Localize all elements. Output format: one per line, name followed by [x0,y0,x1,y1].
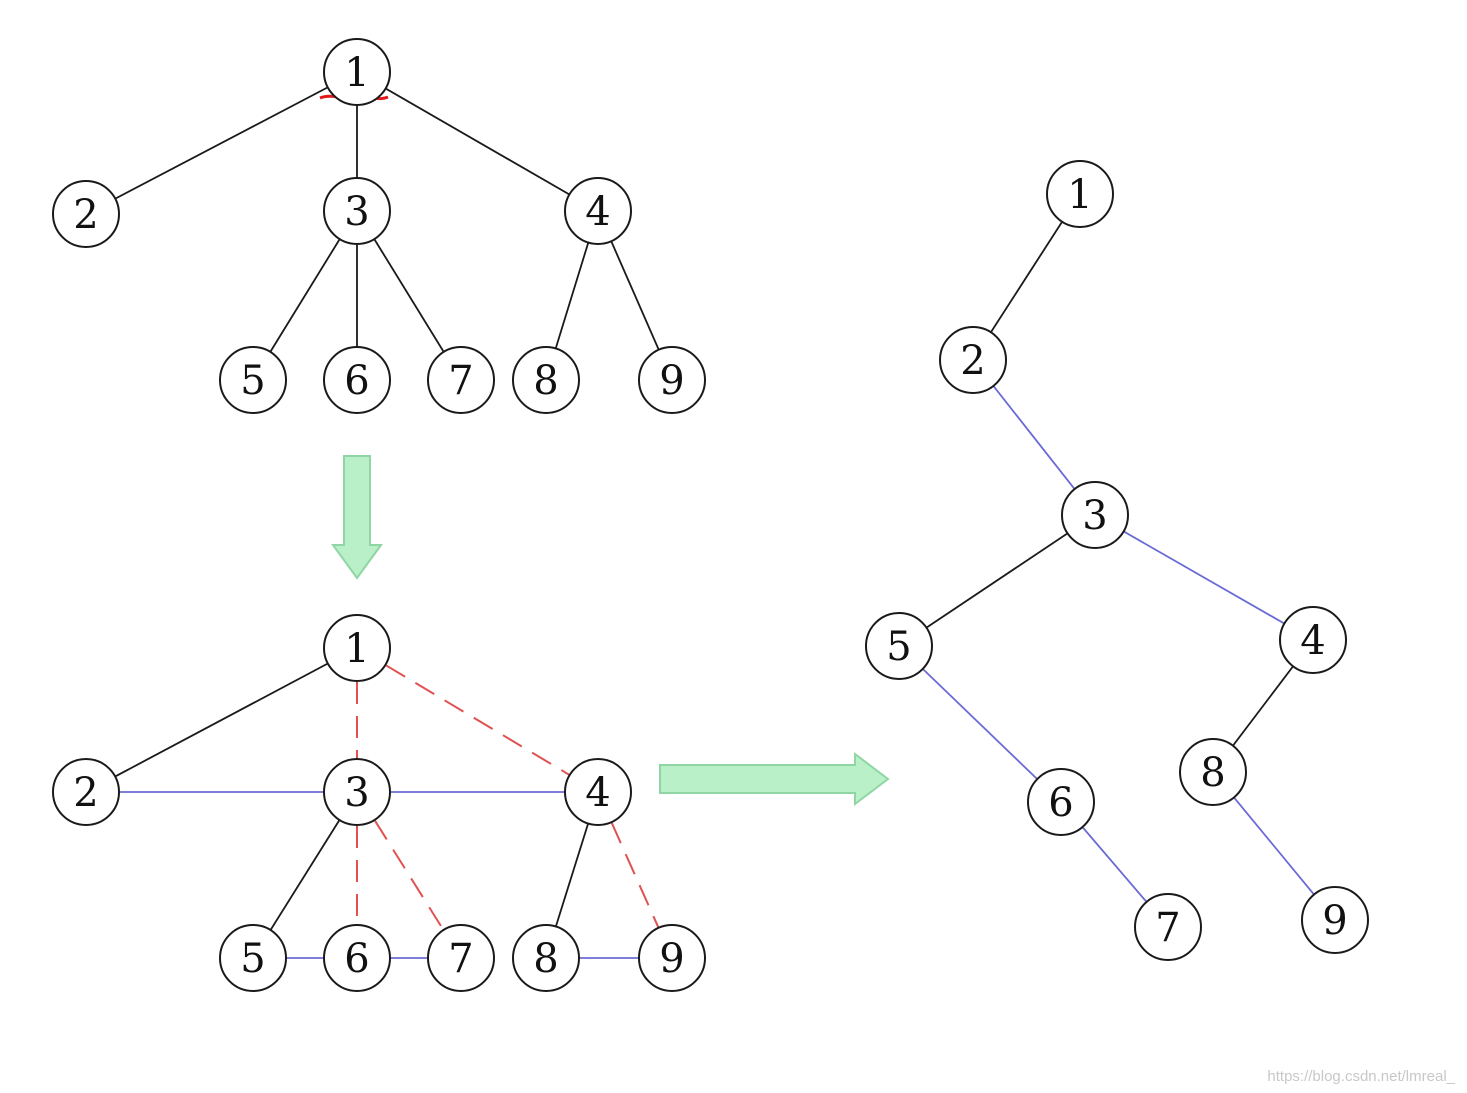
node-label: 6 [344,936,369,982]
transformed-tree-node-9: 9 [638,924,706,992]
node-label: 7 [1155,905,1180,951]
node-circle [323,346,391,414]
nodes-layer: 1 2 3 4 5 6 7 8 9 1 2 3 4 5 6 7 8 9 1 2 3 4 5 6 7 8 9 [52,38,1369,992]
node-circle [564,177,632,245]
node-circle [52,758,120,826]
node-circle [512,346,580,414]
node-circle [427,924,495,992]
transformed-tree-edge-m1-m2 [85,647,358,793]
edges-layer [85,71,1336,959]
node-label: 7 [448,358,473,404]
node-label: 7 [448,936,473,982]
node-circle [52,180,120,248]
node-circle [219,346,287,414]
node-label: 8 [533,936,558,982]
binary-tree-edge-b3-b4 [1094,514,1314,641]
original-tree-node-6: 6 [323,346,391,414]
binary-tree-node-9: 9 [1301,886,1369,954]
node-circle [638,346,706,414]
node-circle [1061,481,1129,549]
binary-tree-node-6: 6 [1027,768,1095,836]
original-tree-node-8: 8 [512,346,580,414]
node-circle [323,758,391,826]
node-circle [512,924,580,992]
node-label: 8 [1200,750,1225,796]
node-circle [1134,893,1202,961]
down-arrow-shape [331,455,383,580]
node-label: 6 [344,358,369,404]
node-label: 6 [1048,780,1073,826]
node-circle [323,614,391,682]
node-label: 9 [659,936,684,982]
binary-tree-node-1: 1 [1046,160,1114,228]
binary-tree-node-5: 5 [865,612,933,680]
binary-tree-node-7: 7 [1134,893,1202,961]
original-tree-node-4: 4 [564,177,632,245]
node-label: 1 [344,50,369,96]
node-label: 5 [886,624,911,670]
node-label: 4 [585,770,610,816]
transformed-tree-node-1: 1 [323,614,391,682]
node-label: 2 [73,770,98,816]
right-arrow-shape [659,751,890,807]
node-label: 8 [533,358,558,404]
original-tree-node-9: 9 [638,346,706,414]
node-circle [1179,738,1247,806]
node-circle [865,612,933,680]
original-tree-node-2: 2 [52,180,120,248]
node-circle [1046,160,1114,228]
node-circle [564,758,632,826]
transformed-tree-edge-m1-m4 [356,647,599,793]
node-circle [1279,606,1347,674]
transformed-tree-node-4: 4 [564,758,632,826]
node-circle [323,924,391,992]
transformed-tree-node-8: 8 [512,924,580,992]
original-tree-edge-t1-t4 [356,71,599,212]
node-circle [323,177,391,245]
original-tree-node-1: 1 [323,38,391,106]
node-label: 3 [1082,493,1107,539]
right-arrow [659,751,890,807]
transformed-tree-node-6: 6 [323,924,391,992]
transformed-tree-node-3: 3 [323,758,391,826]
node-circle [427,346,495,414]
original-tree-node-3: 3 [323,177,391,245]
node-label: 4 [1300,618,1325,664]
watermark: https://blog.csdn.net/lmreal_ [1267,1068,1455,1085]
transformed-tree-node-2: 2 [52,758,120,826]
node-label: 9 [1322,898,1347,944]
down-arrow [331,455,383,580]
node-label: 5 [240,936,265,982]
node-label: 2 [960,338,985,384]
node-circle [638,924,706,992]
binary-tree-node-4: 4 [1279,606,1347,674]
node-label: 1 [344,626,369,672]
binary-tree-edge-b3-b5 [898,514,1096,647]
node-label: 3 [344,189,369,235]
node-label: 1 [1067,172,1092,218]
node-label: 4 [585,189,610,235]
binary-tree-node-2: 2 [939,326,1007,394]
node-circle [1027,768,1095,836]
original-tree-edge-t1-t2 [85,71,358,215]
binary-tree-node-3: 3 [1061,481,1129,549]
node-circle [323,38,391,106]
node-circle [1301,886,1369,954]
node-circle [939,326,1007,394]
original-tree-node-7: 7 [427,346,495,414]
transformed-tree-node-5: 5 [219,924,287,992]
binary-tree-edge-b5-b6 [898,645,1062,803]
transformed-tree-node-7: 7 [427,924,495,992]
marks-layer [319,93,890,807]
node-label: 5 [240,358,265,404]
node-circle [219,924,287,992]
node-label: 3 [344,770,369,816]
binary-tree-node-8: 8 [1179,738,1247,806]
node-label: 2 [73,192,98,238]
node-label: 9 [659,358,684,404]
original-tree-node-5: 5 [219,346,287,414]
